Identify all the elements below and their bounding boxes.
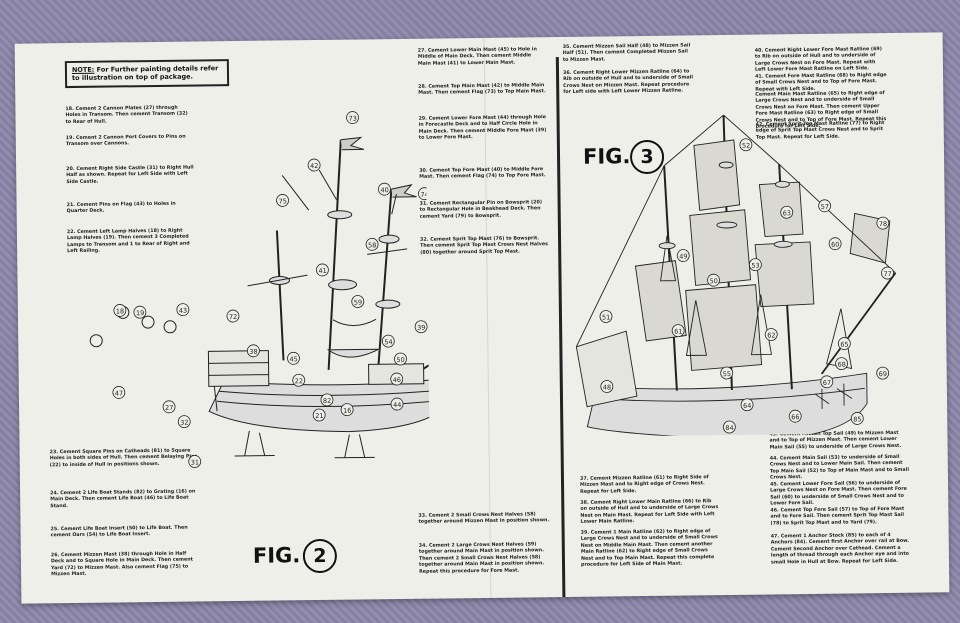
callout-49: 49	[679, 252, 687, 260]
callout-73: 73	[349, 115, 357, 123]
callout-19: 19	[136, 309, 144, 317]
callout-54: 54	[384, 338, 392, 346]
callout-77: 77	[883, 270, 891, 278]
callout-68: 68	[838, 361, 846, 369]
step-29: 29. Cement Lower Fore Mast (44) through …	[418, 115, 547, 142]
callout-55: 55	[723, 370, 731, 378]
callout-65: 65	[840, 341, 848, 349]
callout-75: 75	[279, 197, 287, 205]
step-40: 40. Cement Right Lower Fore Mast Ratline…	[754, 47, 882, 74]
callout-50: 50	[396, 356, 404, 364]
step-33: 33. Cement 2 Small Crows Nest Halves (58…	[418, 512, 550, 526]
callout-69: 69	[879, 370, 887, 378]
callout-63: 63	[783, 209, 791, 217]
callout-18: 18	[116, 307, 124, 315]
callout-31: 31	[191, 458, 199, 466]
step-35: 35. Cement Mizzen Sail Half (48) to Mizz…	[562, 43, 691, 63]
callout-32: 32	[180, 419, 188, 427]
step-45: 45. Cement Lower Fore Sail (56) to under…	[770, 480, 907, 507]
step-32: 32. Cement Sprit Top Mast (76) to Bowspr…	[420, 236, 548, 256]
fig-2-label: FIG.	[252, 543, 301, 568]
step-26: 26. Cement Mizzen Mast (38) through Hole…	[50, 551, 193, 578]
callout-47: 47	[115, 389, 123, 397]
step-39: 39. Cement 1 Main Ratline (62) to Right …	[580, 529, 718, 569]
step-25: 25. Cement Life Boat Insert (50) to Life…	[50, 525, 188, 539]
callout-64: 64	[743, 402, 751, 410]
callout-82: 82	[323, 397, 331, 405]
callout-84: 84	[725, 424, 733, 432]
step-34: 34. Cement 2 Large Crows Nest Halves (59…	[418, 542, 545, 575]
step-31: 31. Cement Rectangular Pin on Bowsprit (…	[419, 200, 543, 220]
callout-60: 60	[831, 241, 839, 249]
step-44: 44. Cement Main Sail (53) to underside o…	[769, 454, 909, 481]
callout-41: 41	[318, 267, 326, 275]
callout-51: 51	[602, 313, 610, 321]
note-text: For Further painting details refer to il…	[71, 64, 219, 83]
callout-78: 78	[879, 220, 887, 228]
callout-40: 40	[380, 186, 388, 194]
callout-72: 72	[229, 313, 237, 321]
callout-59: 59	[354, 298, 362, 306]
callout-38: 38	[249, 348, 257, 356]
callout-74: 74	[420, 191, 428, 199]
callout-52: 52	[742, 142, 750, 150]
callout-58: 58	[368, 241, 376, 249]
callout-53: 53	[751, 262, 759, 270]
step-47: 47. Cement 1 Anchor Stock (85) to each o…	[770, 533, 910, 566]
step-36: 36. Cement Right Lower Mizzen Ratline (6…	[562, 69, 694, 96]
step-46: 46. Cement Top Fore Sail (57) to Top of …	[770, 506, 905, 527]
fig-2-number: 2	[302, 538, 338, 574]
callout-16: 16	[343, 407, 351, 415]
callout-50b: 50	[710, 277, 718, 285]
callout-66: 66	[791, 413, 799, 421]
callout-27: 27	[165, 404, 173, 412]
callout-22: 22	[295, 377, 303, 385]
callout-21: 21	[315, 412, 323, 420]
note-label: NOTE:	[71, 65, 95, 74]
callout-85: 85	[853, 415, 861, 423]
step-37: 37. Cement Mizzen Ratline (61) to Right …	[579, 475, 709, 495]
callout-45: 45	[289, 355, 297, 363]
step-28: 28. Cement Top Main Mast (42) to Middle …	[418, 83, 546, 97]
instruction-sheet: NOTE: For Further painting details refer…	[14, 32, 950, 604]
callout-46: 46	[393, 376, 401, 384]
callout-44: 44	[393, 401, 401, 409]
callout-48: 48	[603, 383, 611, 391]
callout-39: 39	[417, 324, 425, 332]
callout-42: 42	[310, 162, 318, 170]
fig-2-ship-diagram: 73 42 75 40 74 72 58 41 43 19 18 59 39 3…	[89, 111, 431, 468]
callout-62: 62	[767, 331, 775, 339]
callout-43: 43	[179, 307, 187, 315]
callout-61: 61	[674, 328, 682, 336]
callout-67: 67	[823, 379, 831, 387]
callout-57: 57	[821, 203, 829, 211]
step-27: 27. Cement Lower Main Mast (45) to Hole …	[417, 47, 537, 67]
step-30: 30. Cement Top Fore Mast (40) to Middle …	[419, 167, 546, 181]
step-38: 38. Cement Right Lower Main Ratline (66)…	[580, 499, 719, 526]
fig-3-ship-diagram: 52 49 51 63 57 78 48 53 50 60 77 61 55 6…	[575, 114, 897, 437]
